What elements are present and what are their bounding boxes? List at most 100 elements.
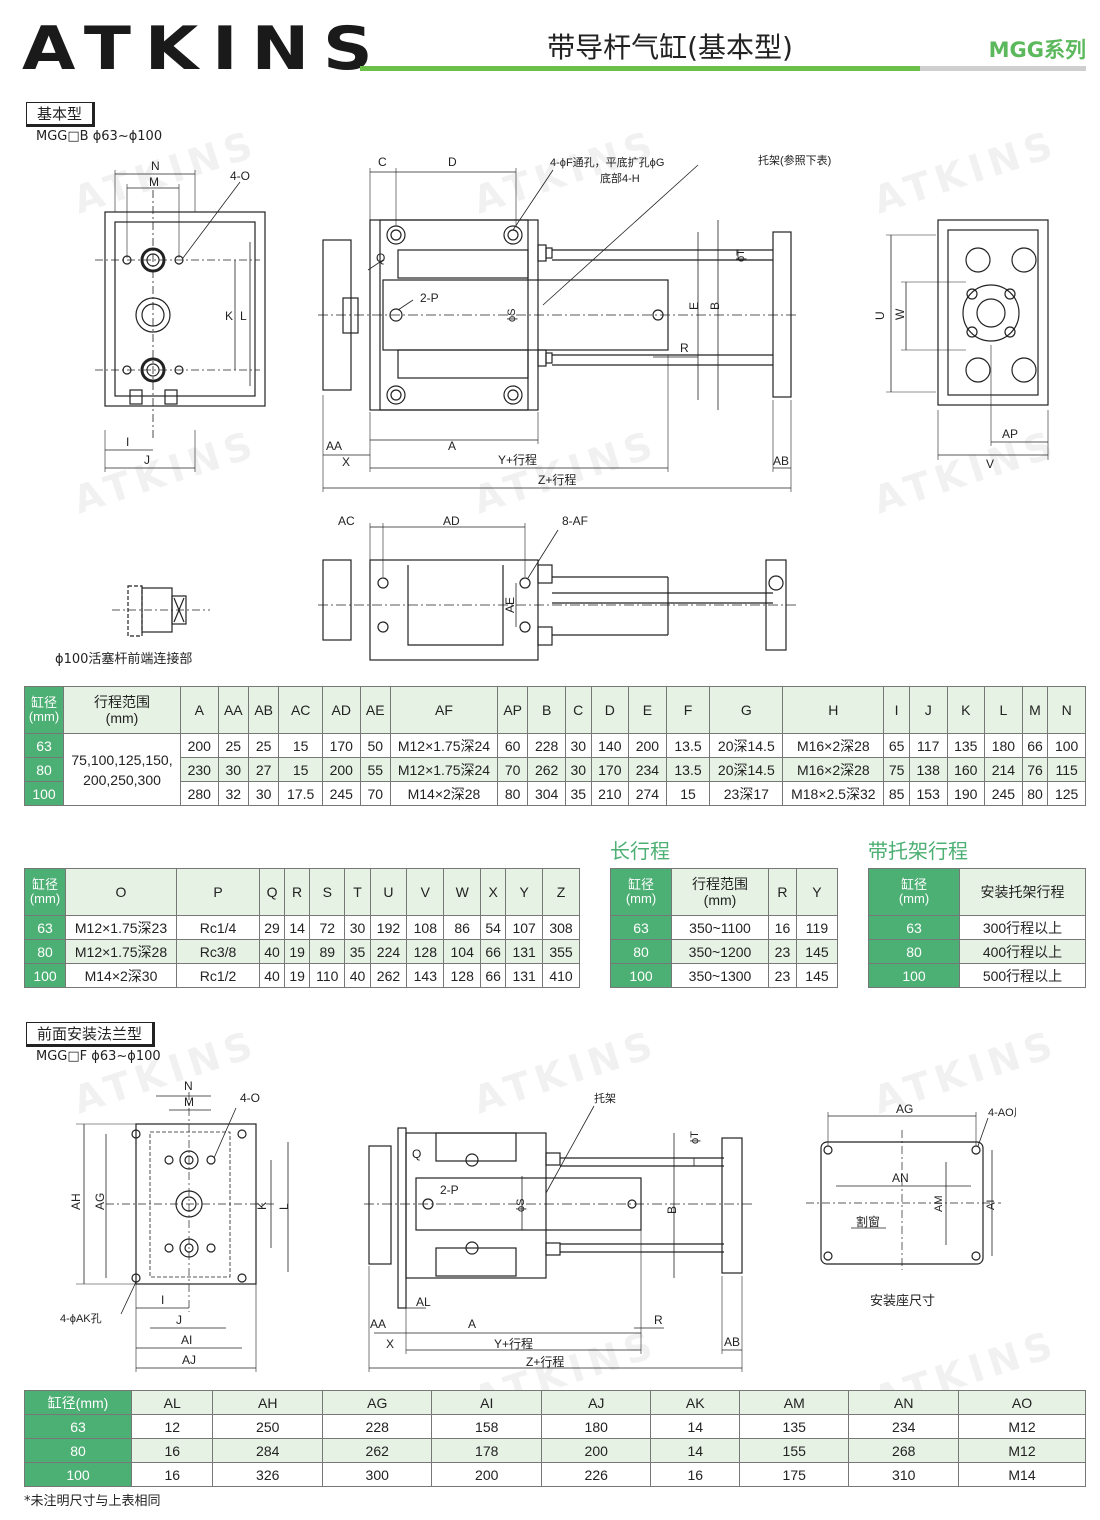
- table-cell: M12×1.75深28: [65, 939, 177, 964]
- dim-label: Q: [376, 251, 385, 265]
- watermark: ATKINS: [867, 121, 1064, 223]
- table-cell: 280: [180, 781, 219, 806]
- table-cell: 75: [883, 757, 910, 782]
- table-header: X: [480, 868, 507, 916]
- dim-label: Z+行程: [538, 472, 576, 487]
- table-cell: 145: [795, 963, 839, 988]
- dim-label: ϕS: [506, 309, 518, 323]
- spec-table-main: 缸径(mm) 行程范围(mm) A AA AB AC AD AE AF AP B…: [24, 686, 1086, 806]
- table-header: Y: [505, 868, 544, 916]
- table-header: 行程范围(mm): [671, 868, 769, 916]
- table-cell: 63: [24, 733, 64, 758]
- dim-label: J: [144, 453, 150, 467]
- table-header: H: [782, 686, 885, 734]
- table-cell: 60: [496, 733, 529, 758]
- table-cell: 27: [247, 757, 280, 782]
- dim-label: AI: [985, 1200, 997, 1210]
- table-cell: 80: [24, 939, 66, 964]
- table-cell: 70: [359, 781, 391, 806]
- header-gray-line: [920, 66, 1086, 71]
- table-cell: 224: [369, 939, 408, 964]
- dim-label: 4-O: [240, 1091, 260, 1105]
- table-cell: 128: [406, 939, 445, 964]
- dim-label: AG: [896, 1102, 913, 1116]
- table-cell: 80: [1021, 781, 1049, 806]
- table-cell: 160: [946, 757, 986, 782]
- dim-label: A: [468, 1317, 476, 1331]
- table-cell: 30: [247, 781, 280, 806]
- dim-label: R: [654, 1313, 663, 1327]
- flange-front-view-drawing: N M 4-O AH AG K L I J 4-ϕAK孔 AI AJ: [60, 1079, 291, 1372]
- dim-label: AM: [933, 1196, 945, 1213]
- table-header: 缸径(mm): [24, 686, 64, 734]
- table-cell: 100: [610, 963, 672, 988]
- table-header: 行程范围(mm): [63, 686, 181, 734]
- table-cell: 55: [359, 757, 391, 782]
- table-cell: M12×1.75深23: [65, 915, 177, 940]
- dim-label: W: [893, 308, 907, 320]
- table-cell: 228: [321, 1414, 433, 1439]
- table-header: AD: [321, 686, 361, 734]
- table-cell: 72: [309, 915, 346, 940]
- model-code-basic: MGG□B ϕ63~ϕ100: [36, 129, 163, 144]
- dim-label: 4-O: [230, 169, 250, 183]
- section-tag-flange: 前面安装法兰型: [26, 1022, 156, 1047]
- table-cell: 400行程以上: [959, 939, 1086, 964]
- table-header: R: [768, 868, 797, 916]
- dim-label: AA: [326, 439, 342, 453]
- table-header: E: [628, 686, 667, 734]
- table-cell: 16: [650, 1462, 740, 1487]
- table-header: T: [344, 868, 371, 916]
- table-cell: M18×2.5深32: [782, 781, 885, 806]
- table-cell: 80: [868, 939, 960, 964]
- dim-label: ϕT: [735, 249, 747, 262]
- table-header: AG: [321, 1390, 433, 1415]
- table-header: K: [946, 686, 986, 734]
- table-cell: 15: [278, 757, 323, 782]
- table-cell: M14×2深30: [65, 963, 177, 988]
- dim-label: I: [161, 1293, 164, 1307]
- table-cell: 230: [180, 757, 219, 782]
- dim-label: 4-AO用: [988, 1107, 1016, 1119]
- table-cell: 180: [540, 1414, 652, 1439]
- table-cell: 153: [908, 781, 948, 806]
- table-header: O: [65, 868, 177, 916]
- table-cell: 15: [278, 733, 323, 758]
- dim-label: AE: [503, 597, 517, 613]
- table-cell: 155: [738, 1438, 850, 1463]
- table-cell: 214: [984, 757, 1023, 782]
- table-header: AB: [247, 686, 280, 734]
- table-header: N: [1047, 686, 1086, 734]
- dim-label: Y+行程: [498, 452, 537, 467]
- table-cell: 40: [258, 939, 286, 964]
- table-cell: 200: [628, 733, 667, 758]
- table-header: 安装托架行程: [959, 868, 1086, 916]
- table-cell: 80: [24, 1438, 132, 1463]
- footnote: *未注明尺寸与上表相同: [24, 1494, 161, 1509]
- table-cell: 135: [738, 1414, 850, 1439]
- bracket-stroke-title: 带托架行程: [868, 839, 968, 863]
- table-cell: 117: [908, 733, 948, 758]
- table-cell: 89: [309, 939, 346, 964]
- dim-label: AB: [724, 1335, 740, 1349]
- top-view-drawing: AC AD 8-AF AE: [318, 515, 798, 661]
- table-header: 缸径(mm): [24, 1390, 132, 1415]
- piston-end-detail: [112, 585, 210, 637]
- dim-label: K: [255, 1202, 269, 1210]
- table-cell: 14: [650, 1414, 740, 1439]
- dim-label: 8-AF: [562, 515, 588, 528]
- table-cell: 145: [795, 939, 839, 964]
- dim-label: V: [986, 457, 994, 471]
- table-cell: 175: [738, 1462, 850, 1487]
- table-cell: 23深17: [709, 781, 784, 806]
- table-cell: M12: [957, 1414, 1087, 1439]
- table-cell: 13.5: [665, 757, 711, 782]
- table-cell: 23: [768, 963, 797, 988]
- dim-label: AD: [443, 515, 460, 528]
- table-cell: Rc1/2: [176, 963, 260, 988]
- table-header: J: [908, 686, 948, 734]
